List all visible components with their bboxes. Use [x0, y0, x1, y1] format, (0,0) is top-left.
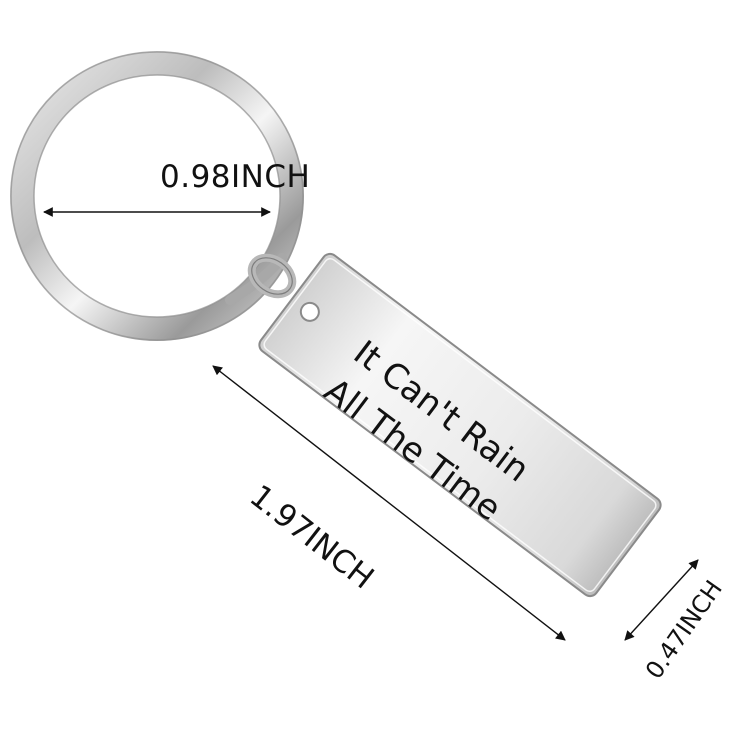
- tag-length-arrow: [212, 365, 566, 641]
- jump-ring: [247, 253, 297, 299]
- ring-width-label: 0.98INCH: [160, 159, 311, 195]
- split-key-ring: [10, 51, 304, 341]
- tag-width-arrow: [624, 559, 699, 641]
